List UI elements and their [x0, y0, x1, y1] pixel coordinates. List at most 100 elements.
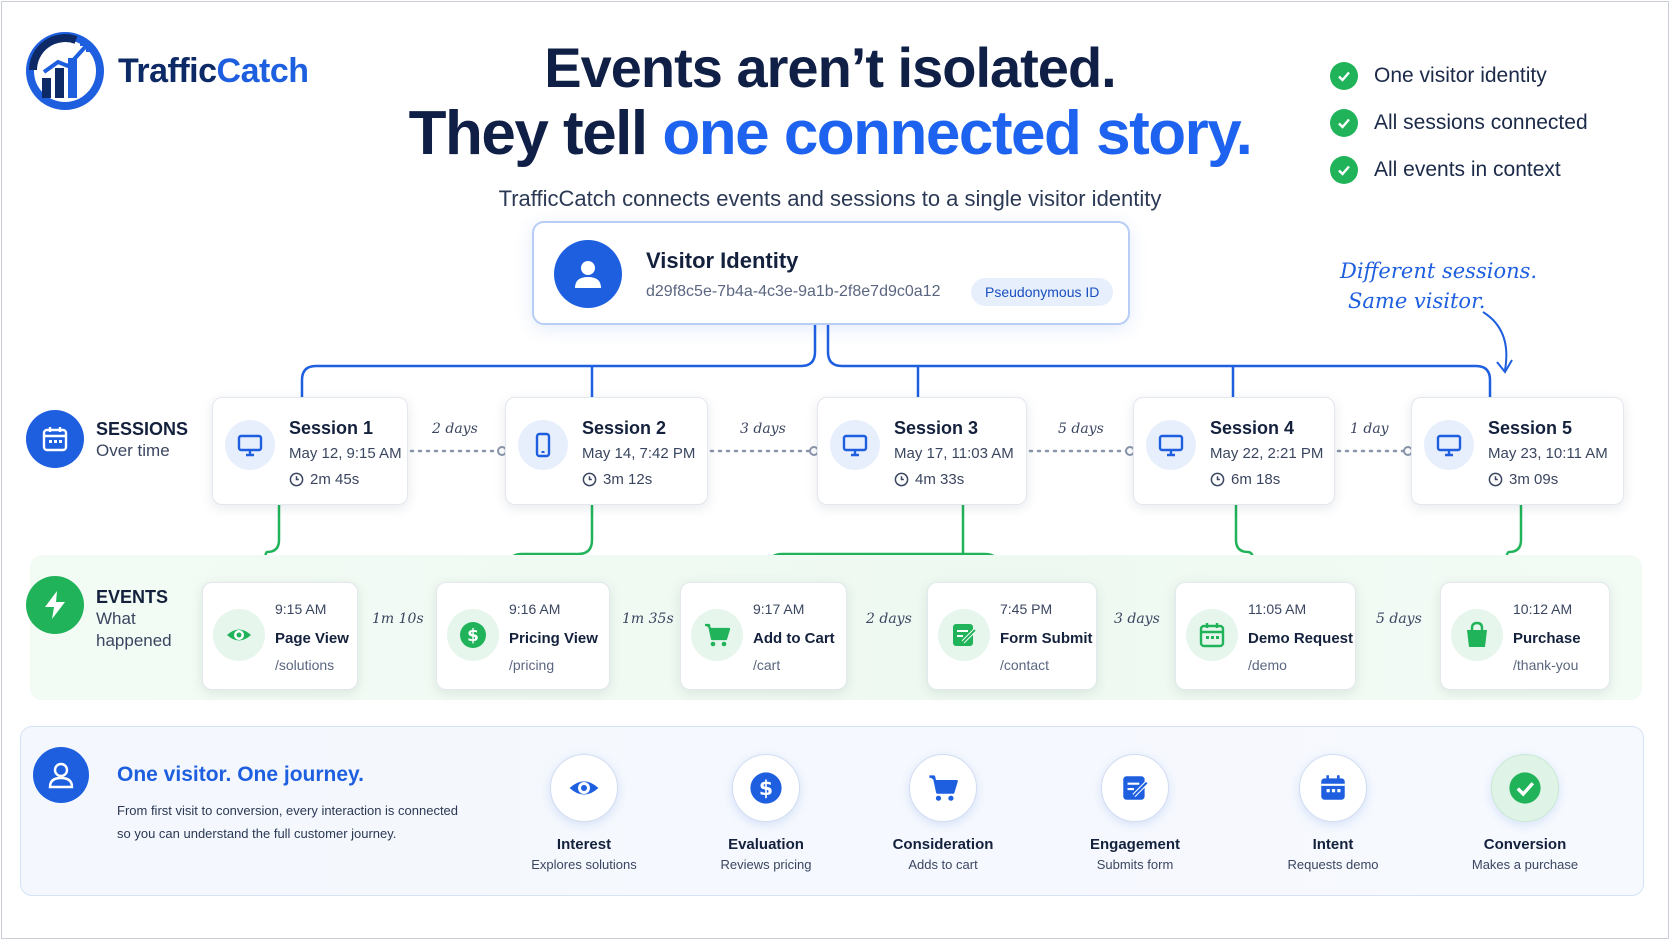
stage-name: Conversion	[1483, 836, 1567, 853]
session-gap-label: 2 days	[432, 421, 478, 437]
headline: Events aren’t isolated. They tell one co…	[300, 36, 1360, 212]
session-date: May 23, 10:11 AM	[1488, 445, 1608, 462]
event-gap-label: 1m 10s	[372, 611, 424, 627]
stage-desc: Submits form	[1096, 857, 1174, 872]
session-card[interactable]: Session 5 May 23, 10:11 AM 3m 09s	[1411, 397, 1624, 505]
stage-desc: Requests demo	[1287, 857, 1379, 872]
visitor-identity-card[interactable]: Visitor Identity d29f8c5e-7b4a-4c3e-9a1b…	[532, 221, 1130, 325]
checklist-item: All events in context	[1330, 146, 1588, 193]
sessions-row-text: SESSIONS Over time	[96, 410, 188, 462]
cart-icon	[691, 609, 743, 661]
sessions-title: SESSIONS	[96, 419, 189, 439]
desktop-icon	[1424, 420, 1474, 470]
session-duration-value: 4m 33s	[915, 471, 965, 488]
session-duration: 3m 12s	[582, 471, 652, 488]
session-title: Session 1	[289, 418, 374, 438]
brand-logo[interactable]: TrafficCatch	[24, 30, 309, 112]
session-gap-label: 1 day	[1350, 421, 1389, 437]
stage-desc: Makes a purchase	[1471, 857, 1579, 872]
journey-title: One visitor. One journey.	[117, 763, 365, 786]
session-duration: 4m 33s	[894, 471, 964, 488]
stage-desc: Reviews pricing	[720, 857, 812, 872]
event-name: Add to Cart	[753, 630, 835, 647]
clock-icon	[1210, 472, 1225, 487]
event-gap-label: 1m 35s	[622, 611, 674, 627]
journey-stage[interactable]: Consideration Adds to cart	[858, 754, 1028, 872]
eye-icon	[550, 754, 618, 822]
event-card[interactable]: 9:17 AM Add to Cart /cart	[680, 582, 847, 690]
lightning-icon	[26, 576, 84, 634]
session-duration-value: 3m 12s	[603, 471, 653, 488]
event-name: Form Submit	[1000, 630, 1093, 647]
cart-icon	[909, 754, 977, 822]
journey-stage[interactable]: Engagement Submits form	[1050, 754, 1220, 872]
dollar-icon: $	[447, 609, 499, 661]
brand-name-part2: Catch	[216, 51, 309, 90]
event-path: /cart	[753, 657, 781, 673]
headline-line2-prefix: They tell	[408, 99, 663, 168]
session-gap-label: 5 days	[1058, 421, 1104, 437]
session-date: May 14, 7:42 PM	[582, 445, 696, 462]
events-row-label: EVENTS What happened	[26, 576, 172, 652]
journey-stage[interactable]: $ Evaluation Reviews pricing	[681, 754, 851, 872]
stage-desc: Explores solutions	[531, 857, 637, 872]
identity-id: d29f8c5e-7b4a-4c3e-9a1b-2f8e7d9c0a12	[646, 283, 941, 300]
checklist-label: All events in context	[1374, 157, 1561, 181]
sessions-subtitle: Over time	[96, 441, 170, 460]
event-gap-label: 2 days	[866, 611, 912, 627]
clock-icon	[1488, 472, 1503, 487]
session-card[interactable]: Session 2 May 14, 7:42 PM 3m 12s	[505, 397, 708, 505]
headline-line1: Events aren’t isolated.	[544, 36, 1116, 99]
subtitle: TrafficCatch connects events and session…	[498, 186, 1162, 211]
stage-name: Interest	[556, 836, 612, 853]
desktop-icon	[225, 420, 275, 470]
headline-line2: They tell one connected story.	[300, 100, 1360, 168]
pseudonymous-badge: Pseudonymous ID	[971, 278, 1114, 306]
session-date: May 17, 11:03 AM	[894, 445, 1014, 462]
calendar-icon	[1299, 754, 1367, 822]
session-duration-value: 6m 18s	[1231, 471, 1281, 488]
check-icon	[1491, 754, 1559, 822]
session-card[interactable]: Session 1 May 12, 9:15 AM 2m 45s	[212, 397, 408, 505]
event-path: /thank-you	[1513, 657, 1579, 673]
event-card[interactable]: 11:05 AM Demo Request /demo	[1175, 582, 1356, 690]
user-icon	[554, 240, 622, 308]
svg-text:$: $	[759, 776, 773, 800]
events-title: EVENTS	[96, 587, 169, 607]
clock-icon	[289, 472, 304, 487]
event-time: 10:12 AM	[1513, 601, 1573, 617]
event-time: 7:45 PM	[1000, 601, 1053, 617]
calendar-icon	[26, 410, 84, 468]
stage-name: Intent	[1312, 836, 1354, 853]
session-duration: 2m 45s	[289, 471, 359, 488]
events-subtitle-line1: What	[96, 609, 136, 628]
journey-panel: One visitor. One journey. From first vis…	[20, 726, 1644, 896]
mobile-icon	[518, 420, 568, 470]
event-card[interactable]: $ 9:16 AM Pricing View /pricing	[436, 582, 610, 690]
session-card[interactable]: Session 3 May 17, 11:03 AM 4m 33s	[817, 397, 1027, 505]
session-duration: 3m 09s	[1488, 471, 1558, 488]
event-time: 11:05 AM	[1248, 601, 1307, 617]
journey-stage[interactable]: Interest Explores solutions	[499, 754, 669, 872]
headline-highlight: one connected story.	[662, 99, 1252, 168]
journey-stage[interactable]: Conversion Makes a purchase	[1440, 754, 1610, 872]
sessions-row-label: SESSIONS Over time	[26, 410, 188, 468]
check-icon	[1330, 61, 1358, 90]
event-card[interactable]: 9:15 AM Page View /solutions	[202, 582, 358, 690]
check-icon	[1330, 155, 1358, 184]
journey-stage[interactable]: Intent Requests demo	[1248, 754, 1418, 872]
session-title: Session 5	[1488, 418, 1573, 438]
journey-description-line1: From first visit to conversion, every in…	[117, 803, 459, 818]
svg-text:$: $	[467, 626, 479, 646]
event-card[interactable]: 7:45 PM Form Submit /contact	[927, 582, 1097, 690]
identity-title: Visitor Identity	[646, 248, 799, 273]
checklist-item: One visitor identity	[1330, 52, 1588, 99]
benefits-checklist: One visitor identity All sessions connec…	[1330, 52, 1588, 193]
event-path: /solutions	[275, 657, 335, 673]
checklist-label: All sessions connected	[1374, 110, 1588, 134]
stage-desc: Adds to cart	[908, 857, 978, 872]
session-card[interactable]: Session 4 May 22, 2:21 PM 6m 18s	[1133, 397, 1335, 505]
calendar-icon	[1186, 609, 1238, 661]
event-card[interactable]: 10:12 AM Purchase /thank-you	[1440, 582, 1610, 690]
